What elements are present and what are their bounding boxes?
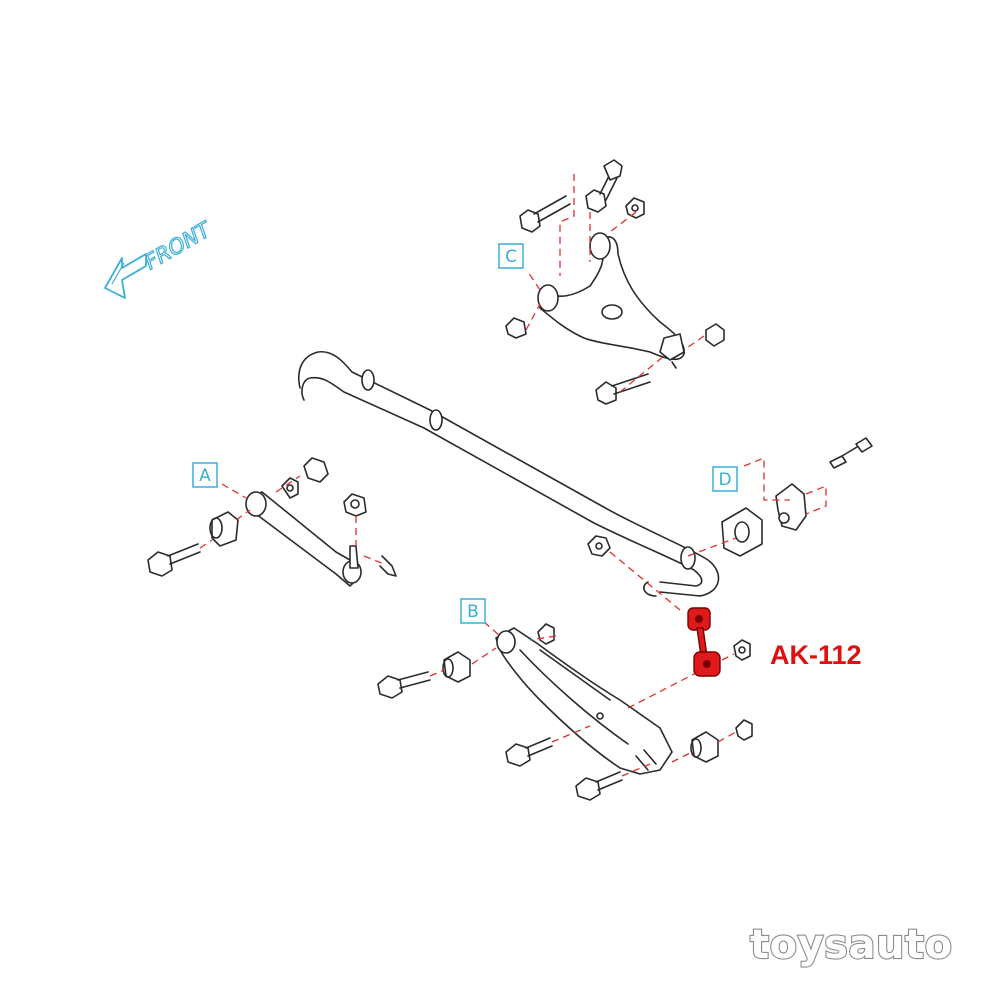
front-arrow-icon xyxy=(104,253,147,299)
upper-control-arm-group xyxy=(505,159,725,405)
callout-d: D xyxy=(712,466,738,492)
stabilizer-nut xyxy=(587,535,681,611)
front-direction-indicator: FRONT xyxy=(104,216,217,299)
lateral-link-group xyxy=(147,457,397,587)
lower-arm-bolt-3 xyxy=(575,771,623,801)
lower-arm-bolt-2 xyxy=(505,737,553,767)
lower-arm-bolt-1 xyxy=(377,671,431,699)
front-label: FRONT xyxy=(141,217,217,275)
bushing-bracket xyxy=(775,483,807,531)
callout-b-label: B xyxy=(467,602,479,622)
upper-arm-bolt-2 xyxy=(585,159,623,213)
callout-a-label: A xyxy=(199,466,211,486)
stabilizer-end-link xyxy=(687,607,751,677)
part-number-label: AK-112 xyxy=(770,640,862,670)
callout-c-label: C xyxy=(505,247,517,267)
upper-control-arm xyxy=(539,236,685,361)
stabilizer-bar xyxy=(298,350,720,597)
brand-watermark: toysauto xyxy=(750,922,953,968)
callout-a: A xyxy=(192,462,218,488)
callout-d-label: D xyxy=(718,470,731,490)
lower-control-arm xyxy=(495,627,673,775)
upper-arm-bolt-1 xyxy=(519,195,571,233)
lateral-link-bolt xyxy=(147,543,201,577)
stabilizer-bushing xyxy=(721,507,763,557)
stabilizer-bushing-group xyxy=(687,437,873,557)
callout-b: B xyxy=(460,598,486,624)
callout-c: C xyxy=(498,243,524,269)
lower-control-arm-group xyxy=(377,621,753,801)
